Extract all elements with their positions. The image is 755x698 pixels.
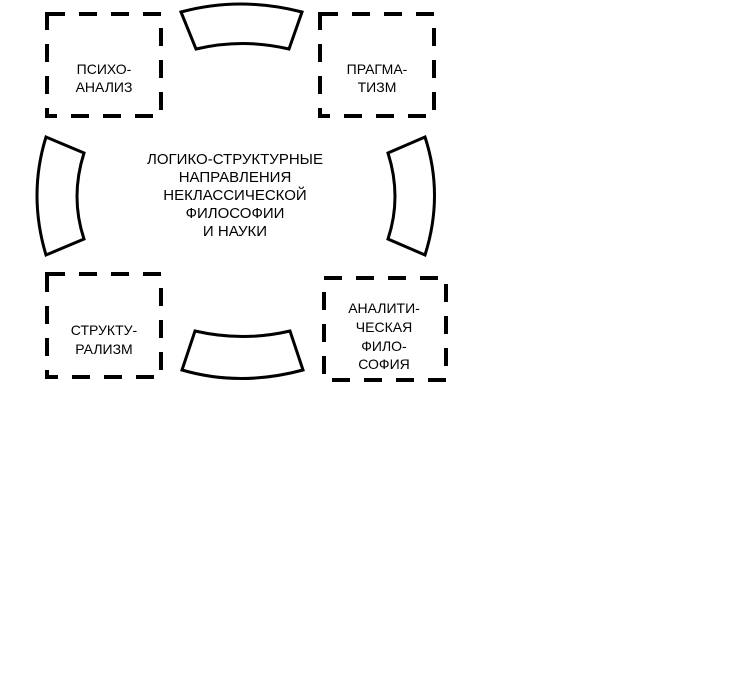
box-analytic-line-2: ЧЕСКАЯ [356, 319, 412, 335]
box-psychoanalysis-line-2: АНАЛИЗ [76, 79, 133, 95]
box-analytic-line-1: АНАЛИТИ- [348, 300, 420, 316]
arc-top [178, 2, 304, 51]
box-psychoanalysis-line-1: ПСИХО- [77, 61, 132, 77]
center-title-line-1: ЛОГИКО-СТРУКТУРНЫЕ [147, 151, 323, 168]
box-pragmatism-line-1: ПРАГМА- [347, 61, 408, 77]
box-analytic-line-4: СОФИЯ [358, 356, 410, 372]
box-structuralism-border [45, 272, 163, 379]
box-analytic: АНАЛИТИ- ЧЕСКАЯ ФИЛО- СОФИЯ [322, 276, 448, 382]
box-analytic-line-3: ФИЛО- [361, 338, 407, 354]
box-structuralism: СТРУКТУ- РАЛИЗМ [45, 272, 163, 379]
box-analytic-border [322, 276, 448, 382]
box-pragmatism-line-2: ТИЗМ [358, 79, 397, 95]
box-pragmatism: ПРАГМА- ТИЗМ [318, 12, 436, 118]
arc-left [35, 134, 86, 258]
center-title-line-2: НАПРАВЛЕНИЯ [179, 169, 292, 186]
box-structuralism-line-2: РАЛИЗМ [75, 341, 132, 357]
center-title-line-5: И НАУКИ [203, 223, 267, 240]
arc-bottom [180, 329, 305, 380]
center-title-line-3: НЕКЛАССИЧЕСКОЙ [163, 186, 306, 204]
box-psychoanalysis-border [45, 12, 163, 118]
center-title-line-4: ФИЛОСОФИИ [186, 205, 285, 222]
box-pragmatism-border [318, 12, 436, 118]
box-psychoanalysis: ПСИХО- АНАЛИЗ [45, 12, 163, 118]
center-title: ЛОГИКО-СТРУКТУРНЫЕ НАПРАВЛЕНИЯ НЕКЛАССИЧ… [147, 151, 323, 240]
arc-right [386, 134, 436, 258]
box-structuralism-line-1: СТРУКТУ- [71, 322, 138, 338]
